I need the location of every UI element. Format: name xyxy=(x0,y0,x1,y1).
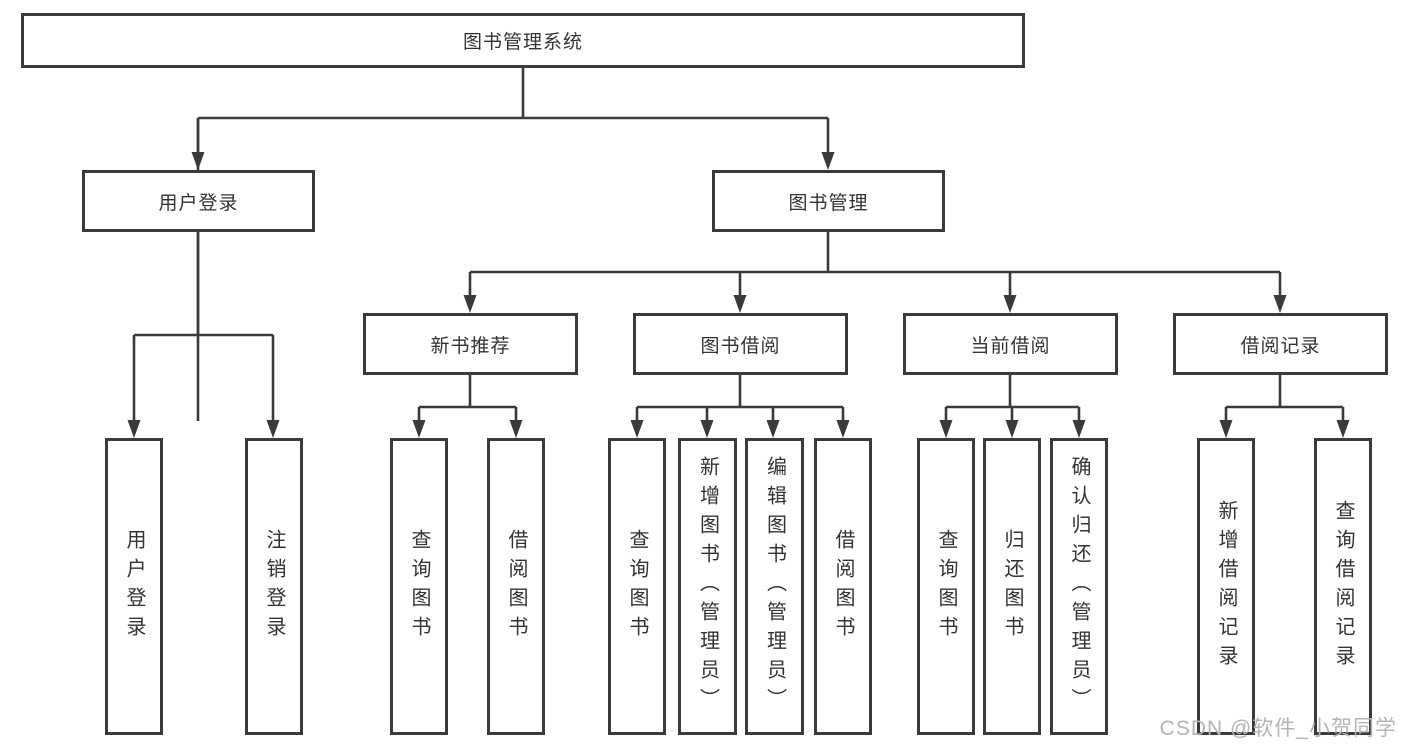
watermark: CSDN @软件_小贺同学 xyxy=(1159,717,1397,740)
arrowhead-icon xyxy=(191,152,205,170)
arrowhead-icon xyxy=(939,420,953,438)
arrowhead-icon xyxy=(836,420,850,438)
arrowhead-icon xyxy=(630,420,644,438)
leaf-add-borrow-record: 新增借阅记录 xyxy=(1197,438,1255,735)
leaf-borrow-books-recommend: 借阅图书 xyxy=(487,438,545,735)
leaf-edit-books-admin: 编辑图书（管理员） xyxy=(745,438,804,735)
leaf-query-books-recommend: 查询图书 xyxy=(390,438,448,735)
arrowhead-icon xyxy=(266,420,280,438)
arrowhead-icon xyxy=(1003,295,1017,313)
arrowhead-icon xyxy=(1336,420,1350,438)
arrowhead-icon xyxy=(463,295,477,313)
leaf-query-books-current: 查询图书 xyxy=(917,438,975,735)
arrowhead-icon xyxy=(1005,420,1019,438)
node-book-borrowing: 图书借阅 xyxy=(633,313,848,375)
arrowhead-icon xyxy=(700,420,714,438)
leaf-query-borrow-record: 查询借阅记录 xyxy=(1314,438,1372,735)
leaf-logout-login: 注销登录 xyxy=(245,438,303,735)
leaf-return-books: 归还图书 xyxy=(983,438,1041,735)
arrowhead-icon xyxy=(1273,295,1287,313)
leaf-user-login: 用户登录 xyxy=(105,438,163,735)
node-book-management: 图书管理 xyxy=(712,170,945,232)
leaf-confirm-return-admin: 确认归还（管理员） xyxy=(1050,438,1108,735)
arrowhead-icon xyxy=(733,295,747,313)
arrowhead-icon xyxy=(127,420,141,438)
arrowhead-icon xyxy=(1219,420,1233,438)
leaf-query-books-borrowing: 查询图书 xyxy=(608,438,666,735)
leaf-borrow-books-borrowing: 借阅图书 xyxy=(814,438,872,735)
leaf-add-books-admin: 新增图书（管理员） xyxy=(678,438,737,735)
arrowhead-icon xyxy=(412,420,426,438)
node-borrowing-records: 借阅记录 xyxy=(1173,313,1388,375)
arrowhead-icon xyxy=(821,152,835,170)
arrowhead-icon xyxy=(509,420,523,438)
node-current-borrowing: 当前借阅 xyxy=(903,313,1118,375)
node-new-book-recommendation: 新书推荐 xyxy=(363,313,578,375)
node-root: 图书管理系统 xyxy=(21,13,1025,68)
arrowhead-icon xyxy=(766,420,780,438)
arrowhead-icon xyxy=(1072,420,1086,438)
node-user-login: 用户登录 xyxy=(82,170,315,232)
